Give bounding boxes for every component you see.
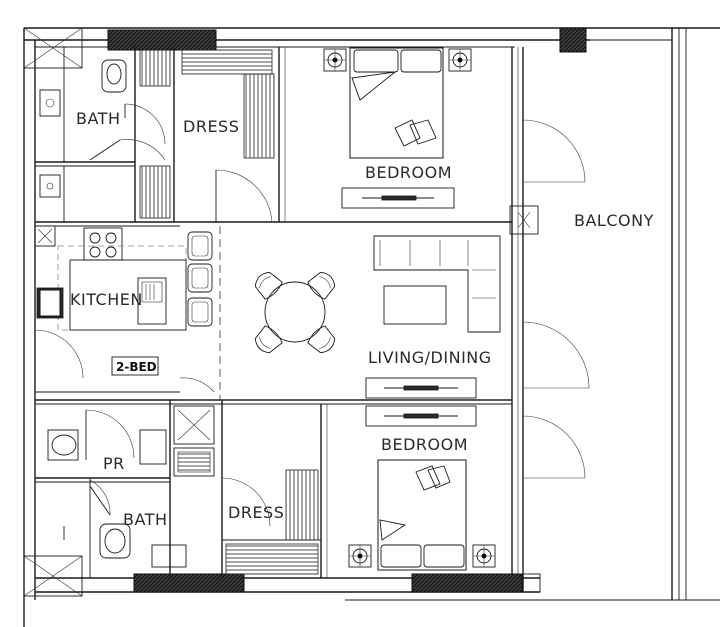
walls (23, 27, 720, 627)
label-unit-tag: 2-BED (116, 360, 157, 374)
tv-unit (341, 187, 455, 209)
tv-unit (365, 405, 477, 427)
shaft-icon (173, 405, 215, 445)
label-bath-bottom: BATH (123, 510, 167, 529)
sofa-icon (373, 235, 501, 333)
bath-top (39, 59, 166, 222)
sink-icon (137, 277, 167, 325)
basin-icon (151, 544, 187, 568)
lamp-icon (448, 48, 472, 72)
dining-table-icon (264, 281, 326, 343)
coffee-table-icon (383, 285, 447, 325)
lamp-icon (323, 48, 347, 72)
basin-icon (39, 89, 61, 117)
bath-bottom (63, 479, 187, 568)
pr-room (47, 377, 215, 477)
label-bath-top: BATH (76, 109, 120, 128)
bedroom-bottom (348, 405, 496, 571)
label-pr: PR (103, 454, 125, 473)
label-bedroom-bottom: BEDROOM (381, 435, 468, 454)
lamp-icon (348, 544, 372, 568)
label-balcony: BALCONY (574, 211, 654, 230)
bed-icon (349, 47, 444, 159)
label-dress-top: DRESS (183, 117, 239, 136)
cooktop-icon (83, 227, 123, 261)
toilet-icon (104, 528, 126, 554)
dining-set (250, 267, 340, 358)
unit-tag (111, 356, 159, 376)
toilet-icon (51, 434, 77, 456)
label-kitchen: KITCHEN (70, 290, 143, 309)
sofa-set (365, 235, 501, 399)
bed-icon (377, 459, 467, 571)
basin-icon (139, 429, 167, 465)
wardrobe-top (139, 49, 275, 223)
wardrobe-bottom (221, 469, 319, 575)
toilet-icon (106, 63, 122, 85)
bedroom-top (323, 47, 472, 209)
lamp-icon (472, 544, 496, 568)
label-living-dining: LIVING/DINING (368, 348, 492, 367)
balcony-doors (509, 119, 590, 479)
tv-unit (365, 377, 477, 399)
room-labels: BATH DRESS BEDROOM BALCONY KITCHEN LIVIN… (70, 109, 654, 529)
label-dress-bottom: DRESS (228, 503, 284, 522)
label-bedroom-top: BEDROOM (365, 163, 452, 182)
kitchen (34, 225, 213, 379)
stool-icon (187, 231, 213, 327)
